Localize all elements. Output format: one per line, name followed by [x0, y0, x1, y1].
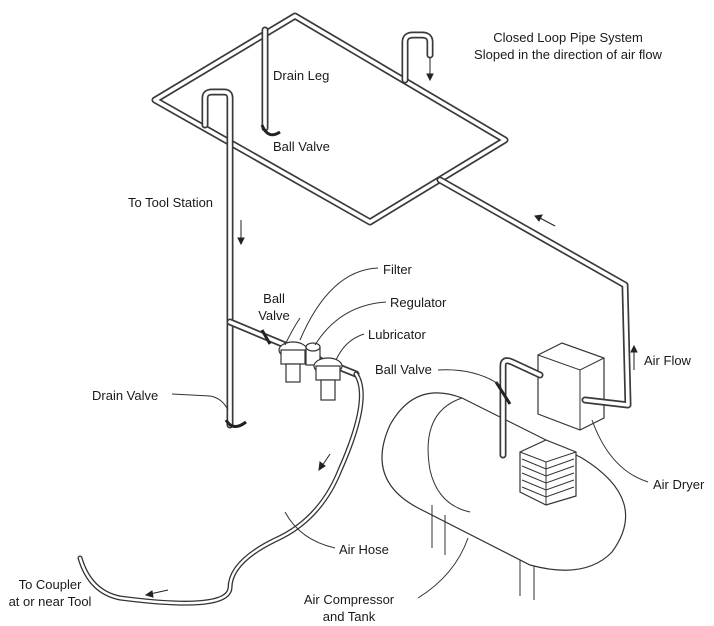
to-tool-station-label: To Tool Station	[128, 195, 214, 210]
compressor-label: Air Compressor and Tank	[288, 591, 410, 625]
filter-label: Filter	[383, 262, 412, 277]
lubricator-unit	[313, 357, 343, 401]
dryer-feed-pipe	[436, 176, 632, 459]
to-coupler-line-1: To Coupler	[18, 577, 82, 592]
air-hose-label: Air Hose	[339, 542, 389, 557]
ball-valve-mid-label: Ball Valve	[252, 290, 296, 324]
to-coupler-label: To Coupler at or near Tool	[0, 576, 100, 610]
air-flow-label: Air Flow	[644, 353, 691, 368]
tool-station-pipe	[201, 88, 247, 429]
ball-valve-mid-line-1: Ball	[263, 291, 285, 306]
title-label: Closed Loop Pipe System Sloped in the di…	[448, 29, 688, 63]
ball-valve-mid-line-2: Valve	[258, 308, 290, 323]
supply-gooseneck	[401, 31, 434, 84]
ball-valve-right-label: Ball Valve	[375, 362, 432, 377]
title-line-2: Sloped in the direction of air flow	[474, 47, 662, 62]
title-line-1: Closed Loop Pipe System	[493, 30, 643, 45]
filter-unit	[278, 341, 308, 383]
drain-leg-label: Drain Leg	[273, 68, 330, 83]
air-dryer-label: Air Dryer	[653, 477, 705, 492]
leader-lines	[171, 267, 649, 599]
lubricator-label: Lubricator	[368, 327, 426, 342]
air-dryer	[537, 342, 605, 431]
to-coupler-line-2: at or near Tool	[8, 594, 92, 609]
closed-loop-pipe	[151, 12, 509, 226]
compressor-line-1: Air Compressor	[303, 592, 395, 607]
ball-valve-top-label: Ball Valve	[273, 139, 330, 154]
regulator-unit	[305, 342, 321, 366]
drain-valve-label: Drain Valve	[92, 388, 159, 403]
drain-leg-pipe	[260, 26, 281, 137]
regulator-label: Regulator	[390, 295, 447, 310]
air-hose	[77, 371, 364, 606]
compressor-tank	[381, 392, 627, 600]
compressor-line-2: and Tank	[322, 609, 376, 624]
compressor-motor	[519, 439, 577, 506]
flow-arrows	[144, 58, 638, 598]
